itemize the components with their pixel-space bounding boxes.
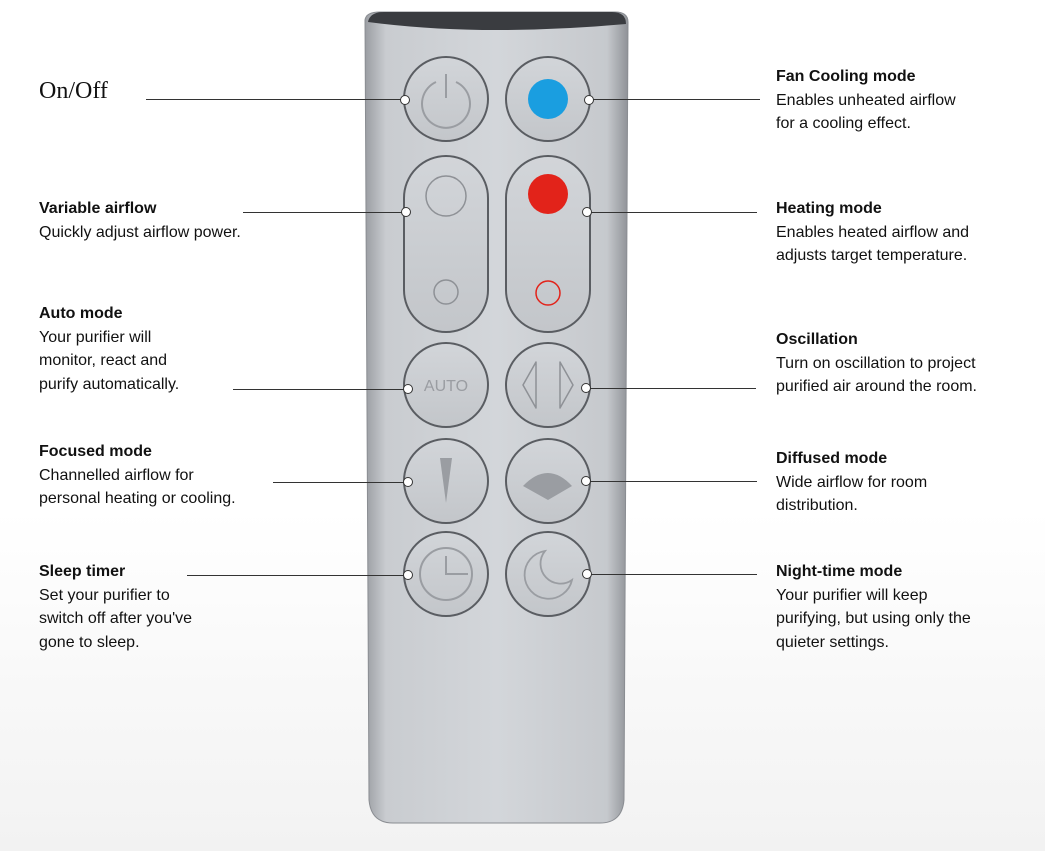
heating-desc: Enables heated airflow and adjusts targe…	[776, 223, 970, 265]
leader-dot-on-off	[400, 95, 410, 105]
focused-jet-icon	[440, 458, 452, 503]
airflow-up-icon	[425, 175, 467, 217]
night-time-title: Night-time mode	[776, 563, 903, 580]
diffused-title: Diffused mode	[776, 450, 888, 467]
leader-line-diffused	[590, 481, 757, 482]
leader-dot-fan-cooling	[584, 95, 594, 105]
leader-dot-night-time	[582, 569, 592, 579]
oscillation-title: Oscillation	[776, 331, 858, 348]
leader-line-on-off	[146, 99, 402, 100]
red-dot-icon	[528, 174, 568, 214]
clock-icon	[419, 547, 473, 601]
leader-line-fan-cooling	[593, 99, 760, 100]
sleep-timer-desc: Set your purifier to switch off after yo…	[39, 586, 193, 651]
leader-line-oscillation	[590, 388, 756, 389]
diffused-label: Diffused mode Wide airflow for room dist…	[776, 447, 927, 518]
moon-icon	[523, 549, 574, 600]
leader-dot-oscillation	[581, 383, 591, 393]
oscillation-icon	[522, 361, 574, 409]
fan-cooling-label: Fan Cooling mode Enables unheated airflo…	[776, 65, 956, 136]
auto-button[interactable]: AUTO	[403, 342, 489, 428]
airflow-button[interactable]	[403, 155, 489, 333]
leader-line-focused	[273, 482, 405, 483]
focused-button[interactable]	[403, 438, 489, 524]
diffused-desc: Wide airflow for room distribution.	[776, 473, 928, 515]
leader-dot-auto-mode	[403, 384, 413, 394]
auto-mode-label: Auto mode Your purifier will monitor, re…	[39, 302, 179, 396]
fan-cooling-desc: Enables unheated airflow for a cooling e…	[776, 91, 956, 133]
heating-button[interactable]	[505, 155, 591, 333]
focused-label: Focused mode Channelled airflow for pers…	[39, 440, 236, 511]
diffused-fan-icon	[523, 473, 572, 500]
focused-title: Focused mode	[39, 443, 152, 460]
power-icon	[421, 74, 471, 129]
diffused-button[interactable]	[505, 438, 591, 524]
leader-line-variable-airflow	[243, 212, 403, 213]
fan-cooling-title: Fan Cooling mode	[776, 68, 916, 85]
leader-dot-diffused	[581, 476, 591, 486]
leader-line-heating	[591, 212, 757, 213]
leader-line-sleep-timer	[187, 575, 405, 576]
sleep-timer-button[interactable]	[403, 531, 489, 617]
night-time-button[interactable]	[505, 531, 591, 617]
variable-airflow-desc: Quickly adjust airflow power.	[39, 223, 241, 241]
airflow-down-icon	[433, 279, 459, 305]
remote-top-cap	[368, 12, 626, 30]
variable-airflow-label: Variable airflow Quickly adjust airflow …	[39, 197, 241, 244]
leader-dot-heating	[582, 207, 592, 217]
sleep-timer-label: Sleep timer Set your purifier to switch …	[39, 560, 192, 654]
leader-dot-variable-airflow	[401, 207, 411, 217]
oscillation-button[interactable]	[505, 342, 591, 428]
fan-cooling-button[interactable]	[505, 56, 591, 142]
oscillation-label: Oscillation Turn on oscillation to proje…	[776, 328, 977, 399]
oscillation-desc: Turn on oscillation to project purified …	[776, 354, 977, 396]
remote-body	[364, 11, 629, 824]
auto-mode-desc: Your purifier will monitor, react and pu…	[39, 328, 180, 393]
night-time-label: Night-time mode Your purifier will keep …	[776, 560, 971, 654]
heating-title: Heating mode	[776, 200, 882, 217]
leader-line-night-time	[591, 574, 757, 575]
variable-airflow-title: Variable airflow	[39, 200, 157, 217]
auto-mode-title: Auto mode	[39, 305, 123, 322]
leader-dot-focused	[403, 477, 413, 487]
auto-button-text: AUTO	[424, 378, 468, 395]
focused-desc: Channelled airflow for personal heating …	[39, 466, 236, 508]
leader-line-auto-mode	[233, 389, 405, 390]
power-button[interactable]	[403, 56, 489, 142]
blue-dot-icon	[528, 79, 568, 119]
leader-dot-sleep-timer	[403, 570, 413, 580]
sleep-timer-title: Sleep timer	[39, 563, 126, 580]
on-off-label: On/Off	[39, 78, 108, 104]
temperature-down-icon	[535, 280, 561, 306]
heating-label: Heating mode Enables heated airflow and …	[776, 197, 969, 268]
night-time-desc: Your purifier will keep purifying, but u…	[776, 586, 971, 651]
